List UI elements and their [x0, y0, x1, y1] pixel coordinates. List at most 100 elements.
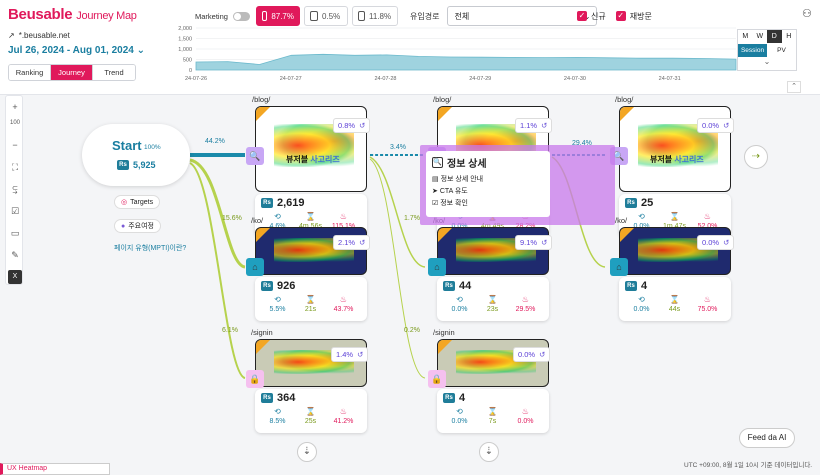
- ko-page-type-icon[interactable]: ⌂: [428, 258, 446, 276]
- hourglass-icon: ⌛: [305, 407, 316, 416]
- gran-week[interactable]: W: [756, 33, 764, 40]
- users-icon: Rs: [117, 160, 129, 170]
- mpti-link[interactable]: 페이지 유형(MPTI)이란?: [114, 245, 187, 252]
- marketing-toggle[interactable]: [232, 11, 250, 21]
- targets-button[interactable]: ◎Targets: [114, 195, 161, 209]
- download-icon[interactable]: ⇣: [479, 442, 499, 462]
- fullscreen-icon[interactable]: ⛶: [11, 162, 19, 172]
- device-tablet-button[interactable]: 0.5%: [304, 6, 348, 26]
- node-url: /signin: [433, 328, 455, 337]
- external-link-icon: ↗: [8, 31, 15, 40]
- checklist-icon[interactable]: ☑: [10, 206, 20, 216]
- zoom-out-icon[interactable]: −: [12, 140, 18, 150]
- area-series: [195, 53, 737, 71]
- x-tick-label: 24-07-30: [564, 76, 586, 82]
- tab-ranking[interactable]: Ranking: [9, 65, 51, 80]
- edge-label: 1.7%: [404, 215, 420, 222]
- page-type-tooltip: 🔍정보 상세 ▤ 정보 상세 안내 ➤ CTA 유도 ☑ 정보 확인: [420, 145, 615, 225]
- flow-icon[interactable]: ⥹: [12, 184, 18, 194]
- popup-item: ➤ CTA 유도: [432, 188, 468, 195]
- hourglass-icon: ⌛: [487, 295, 498, 304]
- inflow-label: 유입경로: [410, 11, 440, 21]
- metric-revisit: ⟲4.6%: [261, 212, 294, 230]
- mode-session[interactable]: Session: [738, 44, 767, 57]
- cycle-icon: ⟲: [274, 407, 281, 416]
- user-icon[interactable]: ⚇: [802, 8, 812, 20]
- popup-item: ▤ 정보 상세 안내: [432, 176, 484, 183]
- signin-page-type-icon[interactable]: 🔒: [246, 370, 264, 388]
- metric-scroll: ♨0.0%: [509, 407, 542, 425]
- exit-rate-badge: 0.8%↺: [333, 118, 371, 133]
- feed-ai-button[interactable]: Feed da AI: [739, 428, 795, 448]
- hourglass-icon: ⌛: [669, 295, 680, 304]
- users-icon: Rs: [261, 281, 273, 291]
- excel-icon[interactable]: X: [8, 270, 22, 284]
- blog-page-type-icon[interactable]: 🔍: [246, 147, 264, 165]
- return-icon: ↺: [723, 238, 730, 247]
- metric-revisit: ⟲8.5%: [261, 407, 294, 425]
- returning-label: 재방문: [629, 11, 652, 21]
- signin-page-type-icon[interactable]: 🔒: [428, 370, 446, 388]
- tool-sidebar: + 100 − ⛶ ⥹ ☑ ▭ ✎ X: [5, 95, 23, 285]
- edge-label: 44.2%: [205, 138, 225, 145]
- folder-icon[interactable]: ▭: [10, 228, 20, 238]
- metric-duration: ⌛44s: [658, 295, 691, 313]
- start-pct: 100%: [144, 144, 161, 151]
- users-icon: Rs: [443, 393, 455, 403]
- brush-icon[interactable]: ✎: [11, 250, 19, 260]
- return-icon: ↺: [541, 238, 548, 247]
- tab-journey[interactable]: Journey: [51, 65, 93, 80]
- collapse-chart-icon[interactable]: ⌃: [787, 81, 801, 93]
- exit-rate-badge: 0.0%↺: [697, 118, 735, 133]
- domain-selector[interactable]: ↗*.beusable.net: [8, 31, 70, 40]
- metric-revisit: ⟲0.0%: [625, 212, 658, 230]
- users-icon: Rs: [443, 281, 455, 291]
- device-pc-button[interactable]: 87.7%: [256, 6, 300, 26]
- ux-heatmap-tab[interactable]: UX Heatmap: [0, 463, 110, 475]
- view-tabs: Ranking Journey Trend: [8, 64, 136, 81]
- download-icon[interactable]: ⇣: [297, 442, 317, 462]
- y-tick-label: 1,500: [178, 37, 192, 43]
- new-label: 신규: [591, 11, 606, 21]
- y-tick-label: 0: [189, 68, 192, 74]
- device-mobile-button[interactable]: 11.8%: [352, 6, 398, 26]
- star-badge-icon: [256, 107, 270, 121]
- mode-pv[interactable]: PV: [777, 47, 786, 54]
- target-icon: ◎: [121, 199, 128, 206]
- gran-month[interactable]: M: [742, 33, 749, 40]
- next-step-arrow-icon[interactable]: ⇢: [744, 145, 768, 169]
- inflow-select[interactable]: 전체⌄: [447, 6, 598, 26]
- metric-duration: ⌛7s: [476, 407, 509, 425]
- tablet-icon: [310, 11, 318, 21]
- y-tick-label: 500: [183, 58, 192, 64]
- zoom-in-icon[interactable]: +: [12, 102, 18, 112]
- gran-hour[interactable]: H: [786, 33, 792, 40]
- tab-trend[interactable]: Trend: [93, 65, 135, 80]
- popup-item: ☑ 정보 확인: [432, 200, 468, 207]
- y-tick-label: 2,000: [178, 26, 192, 32]
- returning-checkbox[interactable]: ✓: [615, 11, 626, 21]
- ko-page-type-icon[interactable]: ⌂: [610, 258, 628, 276]
- ko-page-type-icon[interactable]: ⌂: [246, 258, 264, 276]
- new-checkbox[interactable]: ✓: [577, 11, 587, 21]
- return-icon: ↺: [539, 350, 546, 359]
- metric-revisit: ⟲0.0%: [443, 295, 476, 313]
- flow-circle-icon: ●: [121, 222, 126, 230]
- chevron-down-icon[interactable]: ⌄: [763, 57, 771, 66]
- main-flow-button[interactable]: ●주요여정: [114, 219, 161, 233]
- node-url: /blog/: [433, 95, 452, 104]
- cycle-icon: ⟲: [274, 295, 281, 304]
- node-url: /blog/: [615, 95, 634, 104]
- hourglass-icon: ⌛: [305, 212, 316, 221]
- date-range-picker[interactable]: Jul 26, 2024 - Aug 01, 2024 ⌄: [8, 45, 145, 56]
- gran-day[interactable]: D: [767, 30, 782, 43]
- exit-rate-badge: 0.0%↺: [697, 235, 735, 250]
